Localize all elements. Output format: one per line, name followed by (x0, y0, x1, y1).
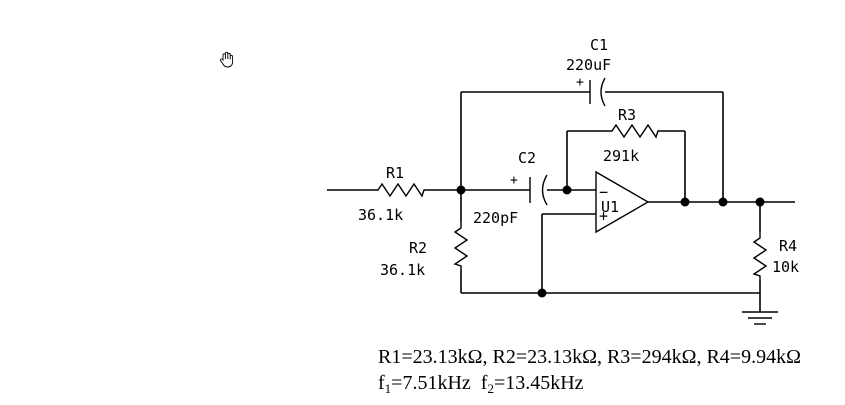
u1-name-label: U1 (601, 198, 619, 216)
r4-value-label: 10k (772, 258, 799, 276)
f2-subscript: 2 (487, 381, 494, 396)
c2-value-label: 220pF (473, 209, 518, 227)
junction-node-b (562, 185, 572, 195)
r4-name-label: R4 (779, 237, 797, 255)
r2-name-label: R2 (409, 239, 427, 257)
c1-capacitor (589, 77, 606, 107)
r1-name-label: R1 (386, 164, 404, 182)
r1-resistor (372, 182, 428, 198)
opamp-minus-label: − (599, 183, 608, 201)
c1-name-label: C1 (590, 36, 608, 54)
c2-name-label: C2 (518, 149, 536, 167)
c2-polarity-label: + (510, 173, 518, 188)
r4-resistor (752, 232, 768, 280)
frequency-text: f1=7.51kHz f2=13.45kHz (378, 372, 584, 396)
ground-icon (742, 311, 778, 325)
f1-symbol: f (378, 372, 385, 394)
c2-capacitor (529, 174, 548, 206)
opamp-plus-label: + (599, 207, 608, 225)
junction-r4-output (755, 197, 765, 207)
c1-polarity-label: + (576, 75, 584, 90)
r3-resistor (606, 123, 660, 139)
op-amp-u1 (595, 170, 650, 234)
f2-symbol: f (480, 372, 488, 394)
hand-cursor-icon (220, 51, 234, 68)
r2-value-label: 36.1k (380, 261, 425, 279)
f1-value: =7.51kHz (391, 372, 471, 394)
f2-value: =13.45kHz (493, 372, 584, 394)
junction-r3-output (680, 197, 690, 207)
r3-name-label: R3 (618, 106, 636, 124)
junction-c1-output (718, 197, 728, 207)
component-values-text: R1=23.13kΩ, R2=23.13kΩ, R3=294kΩ, R4=9.9… (378, 346, 801, 368)
junction-ground (537, 288, 547, 298)
c1-value-label: 220uF (566, 56, 611, 74)
r3-value-label: 291k (603, 147, 639, 165)
junction-node-a (456, 185, 466, 195)
r1-value-label: 36.1k (358, 206, 403, 224)
r2-resistor (453, 222, 469, 270)
f1-subscript: 1 (384, 381, 392, 396)
junctions (456, 185, 765, 298)
